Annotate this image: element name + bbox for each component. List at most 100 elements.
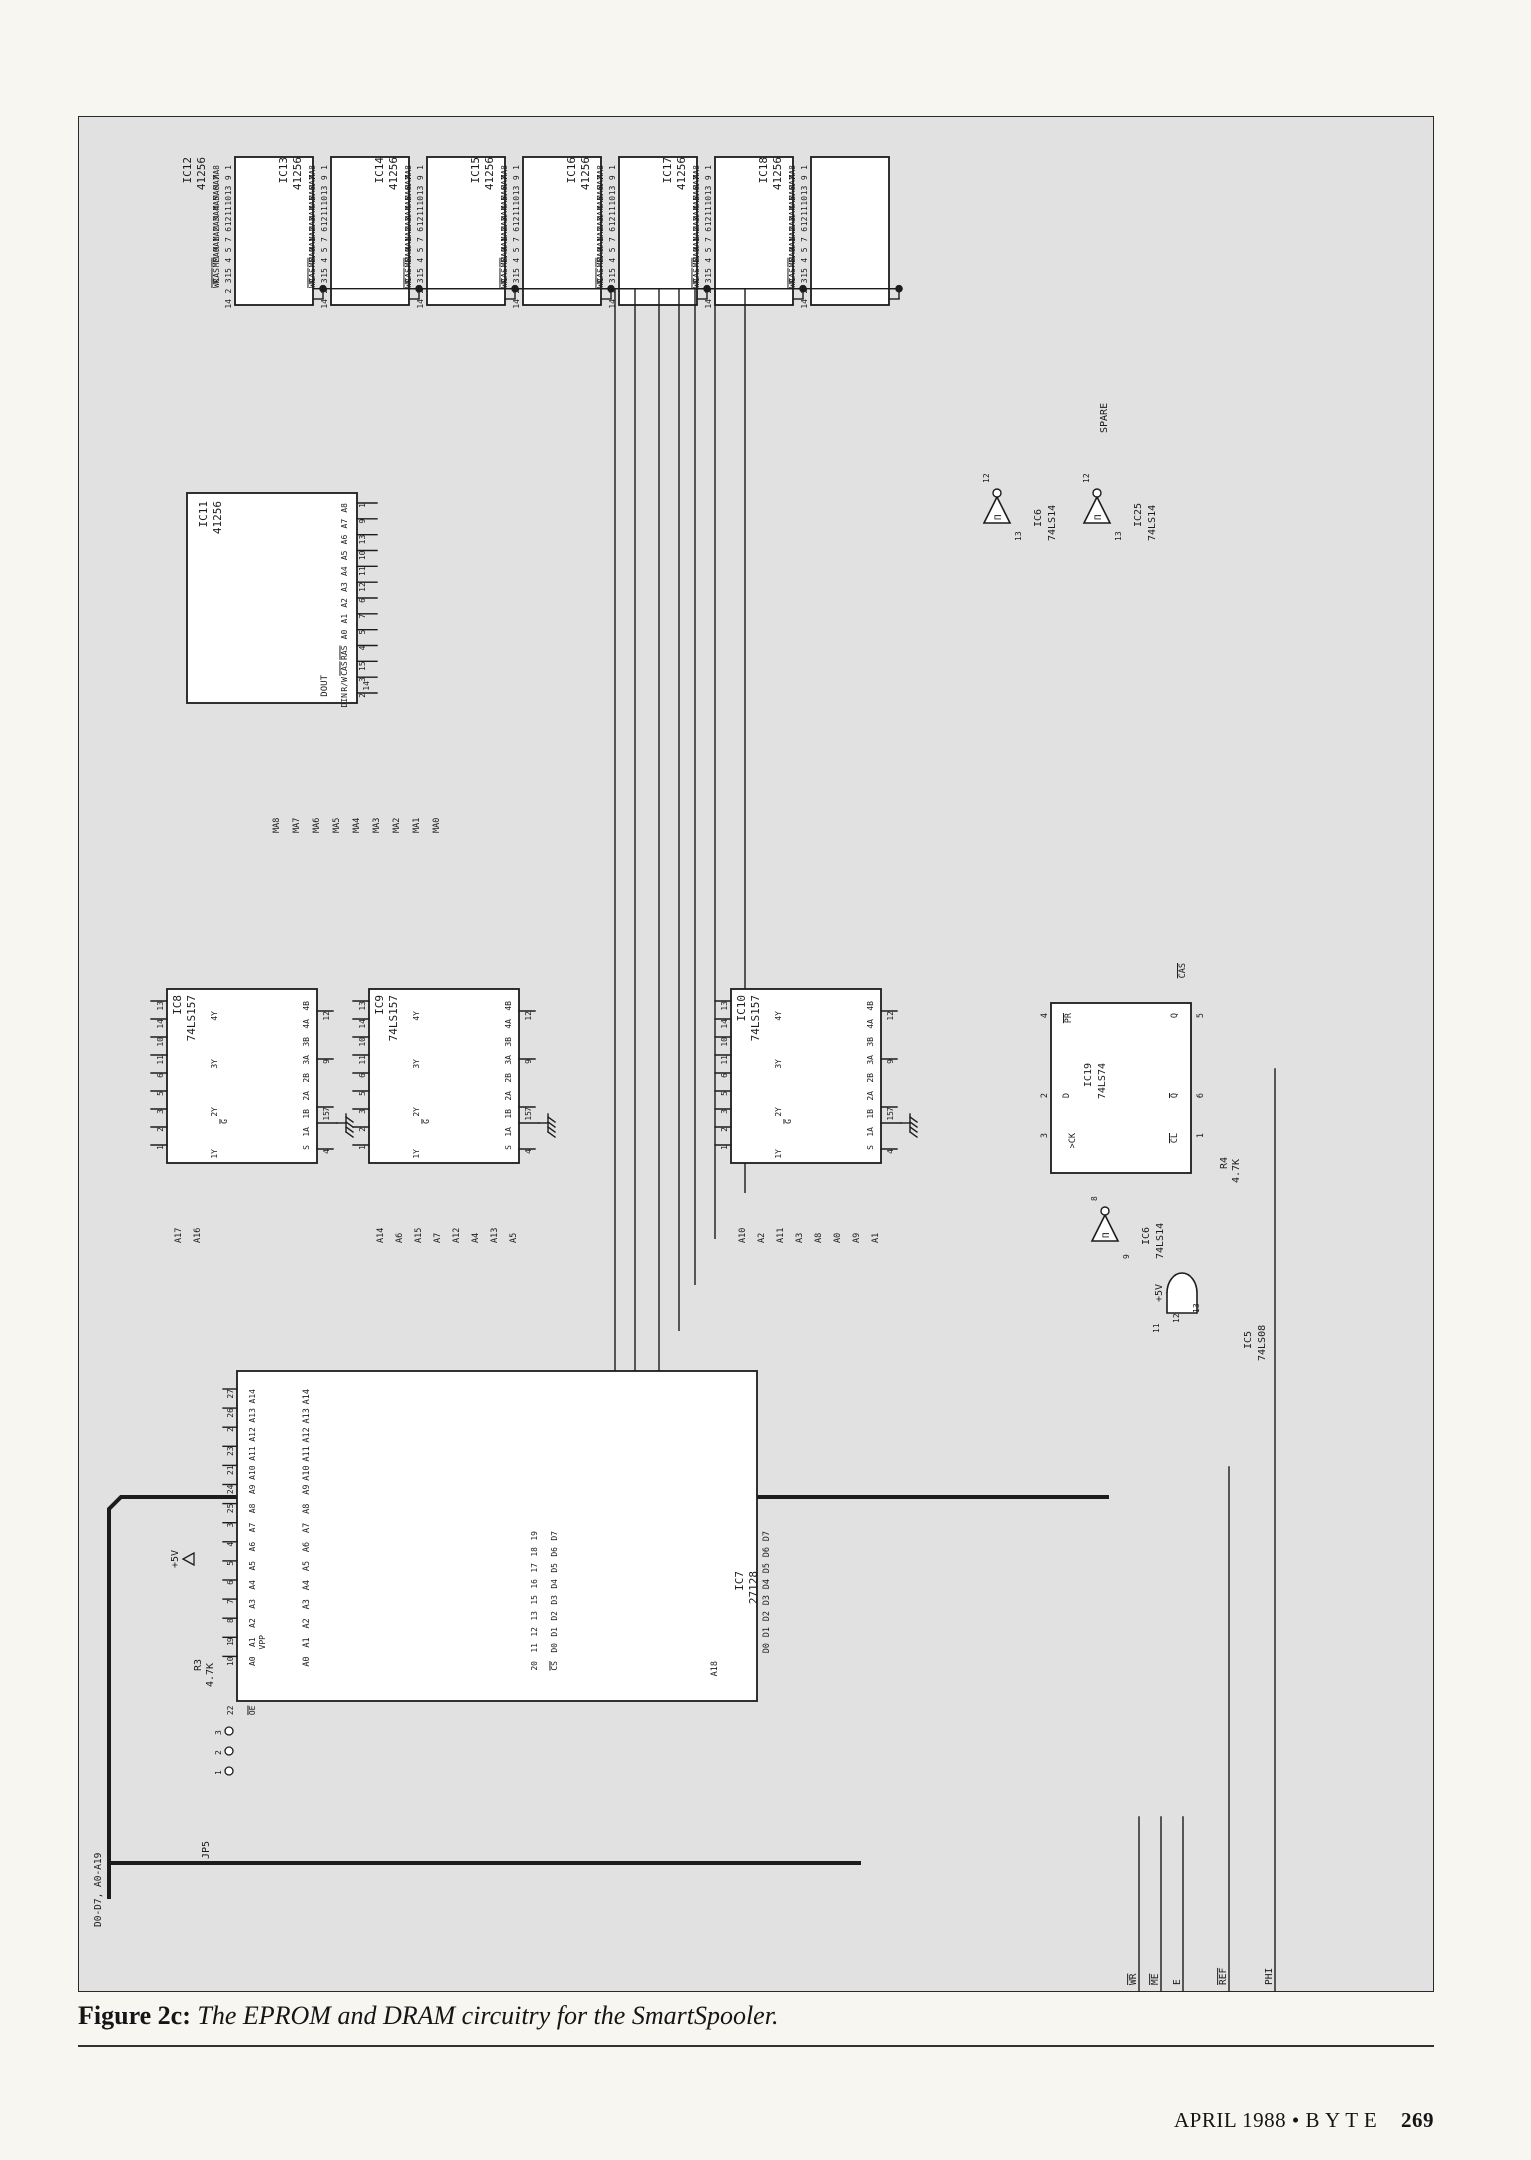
- dram-pin-number: 3: [800, 278, 809, 283]
- ic11-pin-number: 9: [358, 519, 367, 524]
- dram-pin-number: 6: [704, 227, 713, 232]
- eprom-data-signal: D5: [550, 1563, 559, 1573]
- ic5-pin-number: 11: [1152, 1323, 1161, 1333]
- dram-pin-signal: ME: [788, 258, 797, 268]
- mux-output-pin: 7: [886, 1107, 895, 1112]
- dram-pin-signal: WR: [404, 278, 413, 288]
- dram-pin-number: 9: [512, 175, 521, 180]
- mux-input-signal: 1B: [504, 1109, 513, 1119]
- dram-pin-signal: MA6: [692, 185, 701, 200]
- dram-pin-signal: MA1: [692, 237, 701, 252]
- eprom-data-signal: D2: [550, 1611, 559, 1621]
- dram-pin-signal: WR: [212, 278, 221, 288]
- ground-hatch: [345, 1131, 354, 1138]
- bus-label: D0-D7, A0-A19: [93, 1852, 104, 1927]
- dram-pin-signal: MA7: [596, 175, 605, 190]
- mux-chip: [730, 988, 882, 1164]
- mux-ref: IC9: [373, 995, 386, 1015]
- ground-hatch: [345, 1126, 354, 1133]
- eprom-bus-addr-label: A4: [302, 1580, 312, 1590]
- mux-input-signal: S: [302, 1145, 311, 1150]
- dram-pin-signal: MA2: [404, 227, 413, 242]
- eprom-oe-label: OE: [248, 1705, 257, 1715]
- dram-pin-number: 1: [704, 165, 713, 170]
- dram-pin-signal: MA7: [212, 175, 221, 190]
- dram-pin-number: 9: [800, 175, 809, 180]
- dram-part: 41256: [291, 157, 304, 190]
- dram-pin-signal: MA8: [500, 165, 509, 180]
- dram-pin-number: 11: [416, 206, 425, 216]
- dram-pin-number: 10: [512, 196, 521, 206]
- dram-pin-number: 10: [224, 196, 233, 206]
- mux-net-label: A0: [833, 1233, 843, 1243]
- dram-pin-number: 1: [608, 165, 617, 170]
- dram-pin-number: 6: [416, 227, 425, 232]
- ic11-pin-number: 1: [358, 503, 367, 508]
- dram-pin-signal: MA7: [788, 175, 797, 190]
- ic11-dout-label: DOUT: [320, 674, 330, 696]
- eprom-bus-addr-label: A11: [302, 1446, 312, 1461]
- dram-pin-number: 4: [800, 258, 809, 263]
- dram-pin-number: 12: [416, 216, 425, 226]
- eprom-addr-signal: A9: [248, 1484, 257, 1494]
- dram-pin-signal: MA8: [404, 165, 413, 180]
- eprom-addr-signal: A10: [248, 1465, 257, 1480]
- dram-pin-number: 1: [800, 165, 809, 170]
- eprom-addr-pin: 8: [226, 1618, 235, 1623]
- dram-pin-signal: MA2: [500, 227, 509, 242]
- mux-net-label: A1: [871, 1233, 881, 1243]
- mux-net-label: A13: [490, 1228, 500, 1243]
- mux-net-label: A15: [414, 1228, 424, 1243]
- dram-pin-signal: CAS: [692, 268, 701, 283]
- eprom-addr-pin: 10: [226, 1656, 235, 1666]
- mux-output-pin: 9: [524, 1059, 533, 1064]
- ic11-pin-number: 15: [358, 661, 367, 671]
- eprom-data-signal: D4: [550, 1579, 559, 1589]
- dram-chip: [618, 156, 698, 306]
- dram-data-riser: [658, 287, 707, 1377]
- mux-part: 74LS157: [749, 995, 762, 1041]
- dram-pin-number: 11: [320, 206, 329, 216]
- eprom-bus-addr-label: A3: [302, 1599, 312, 1609]
- eprom-bus-addr-label: A9: [302, 1485, 312, 1495]
- inverter-bubble: [1100, 1206, 1110, 1216]
- dram-pin-signal: MA5: [692, 196, 701, 211]
- dram-pin-signal: MA4: [212, 206, 221, 221]
- mux-input-signal: 4A: [302, 1019, 311, 1029]
- dram-pin-signal: MA0: [788, 247, 797, 262]
- dram-pin-number: 9: [416, 175, 425, 180]
- mux-input-signal: 4A: [866, 1019, 875, 1029]
- jp5-ref: JP5: [201, 1841, 212, 1859]
- mux-input-signal: 3B: [866, 1037, 875, 1047]
- dram-part: 41256: [771, 157, 784, 190]
- dram-pin-signal: MA6: [212, 185, 221, 200]
- mux-input-pin: 1: [156, 1145, 165, 1150]
- inverter-out-pin: 12: [982, 473, 991, 483]
- mux-net-label: A17: [174, 1228, 184, 1243]
- ic11-pin-number: 13: [358, 534, 367, 544]
- dram-pin-signal: ME: [308, 258, 317, 268]
- dram-pin-number: 1: [416, 165, 425, 170]
- inverter-in-pin: 13: [1014, 531, 1023, 541]
- eprom-vpp-label: VPP: [258, 1635, 267, 1650]
- dram-ref: IC18: [757, 157, 770, 184]
- mux-input-signal: 1A: [866, 1127, 875, 1137]
- mux-input-pin: 13: [156, 1001, 165, 1011]
- dram-pin-number: 7: [704, 237, 713, 242]
- ic5-ref: IC5: [1243, 1331, 1254, 1349]
- dram-pin-signal: WR: [500, 278, 509, 288]
- ic11-part: 41256: [211, 501, 224, 534]
- dram-pin-number: 7: [416, 237, 425, 242]
- mux-part: 74LS157: [185, 995, 198, 1041]
- dram-pin-signal: CAS: [308, 268, 317, 283]
- inverter-body: [1090, 1213, 1120, 1242]
- dram-pin-number: 5: [704, 247, 713, 252]
- ic11-pin-signal: DIN: [340, 693, 349, 708]
- mux-input-pin: 14: [720, 1019, 729, 1029]
- mux-input-pin: 1: [358, 1145, 367, 1150]
- ic11-pin-number: 2: [358, 693, 367, 698]
- dram-pin-signal: MA5: [788, 196, 797, 211]
- schmitt-symbol: Π: [994, 515, 1004, 520]
- dram-pin-signal: MA2: [308, 227, 317, 242]
- dram-pin-number: 3: [224, 278, 233, 283]
